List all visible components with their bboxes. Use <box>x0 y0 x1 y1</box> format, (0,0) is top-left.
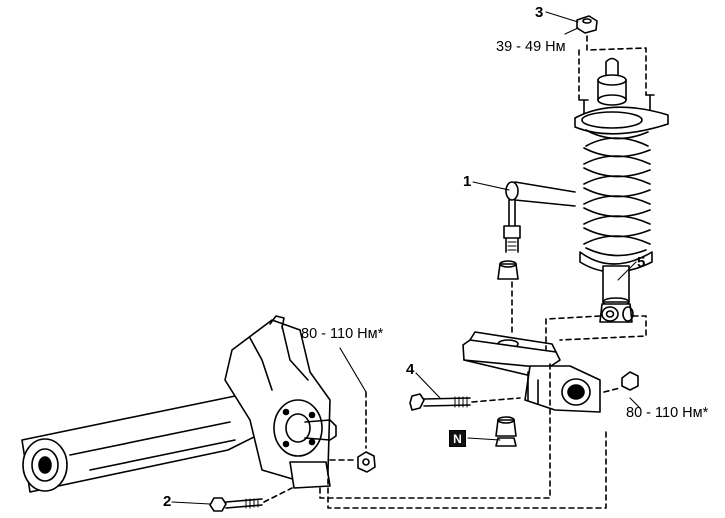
callout-2: 2 <box>163 493 172 510</box>
stabilizer-link <box>497 181 576 349</box>
callout-4: 4 <box>406 361 415 378</box>
callout-3: 3 <box>535 4 544 21</box>
leader-lines <box>171 11 641 505</box>
lower-control-arm <box>462 331 601 413</box>
knuckle-bolt <box>209 487 293 512</box>
control-arm-nut <box>603 371 639 393</box>
torque-label-arm: 80 - 110 Нм* <box>626 405 709 421</box>
new-part-badge: N <box>449 430 466 447</box>
torque-label-top-mount: 39 - 49 Нм <box>496 39 566 55</box>
shock-absorber-assembly <box>574 15 669 323</box>
callout-5: 5 <box>637 254 646 271</box>
trailing-arm <box>21 315 337 493</box>
callout-1: 1 <box>463 173 472 190</box>
torque-label-knuckle: 80 - 110 Нм* <box>301 326 384 342</box>
control-arm-bolt <box>409 393 521 411</box>
self-locking-nut <box>495 416 517 447</box>
knuckle-nut <box>357 391 376 473</box>
upper-nut <box>576 15 598 34</box>
